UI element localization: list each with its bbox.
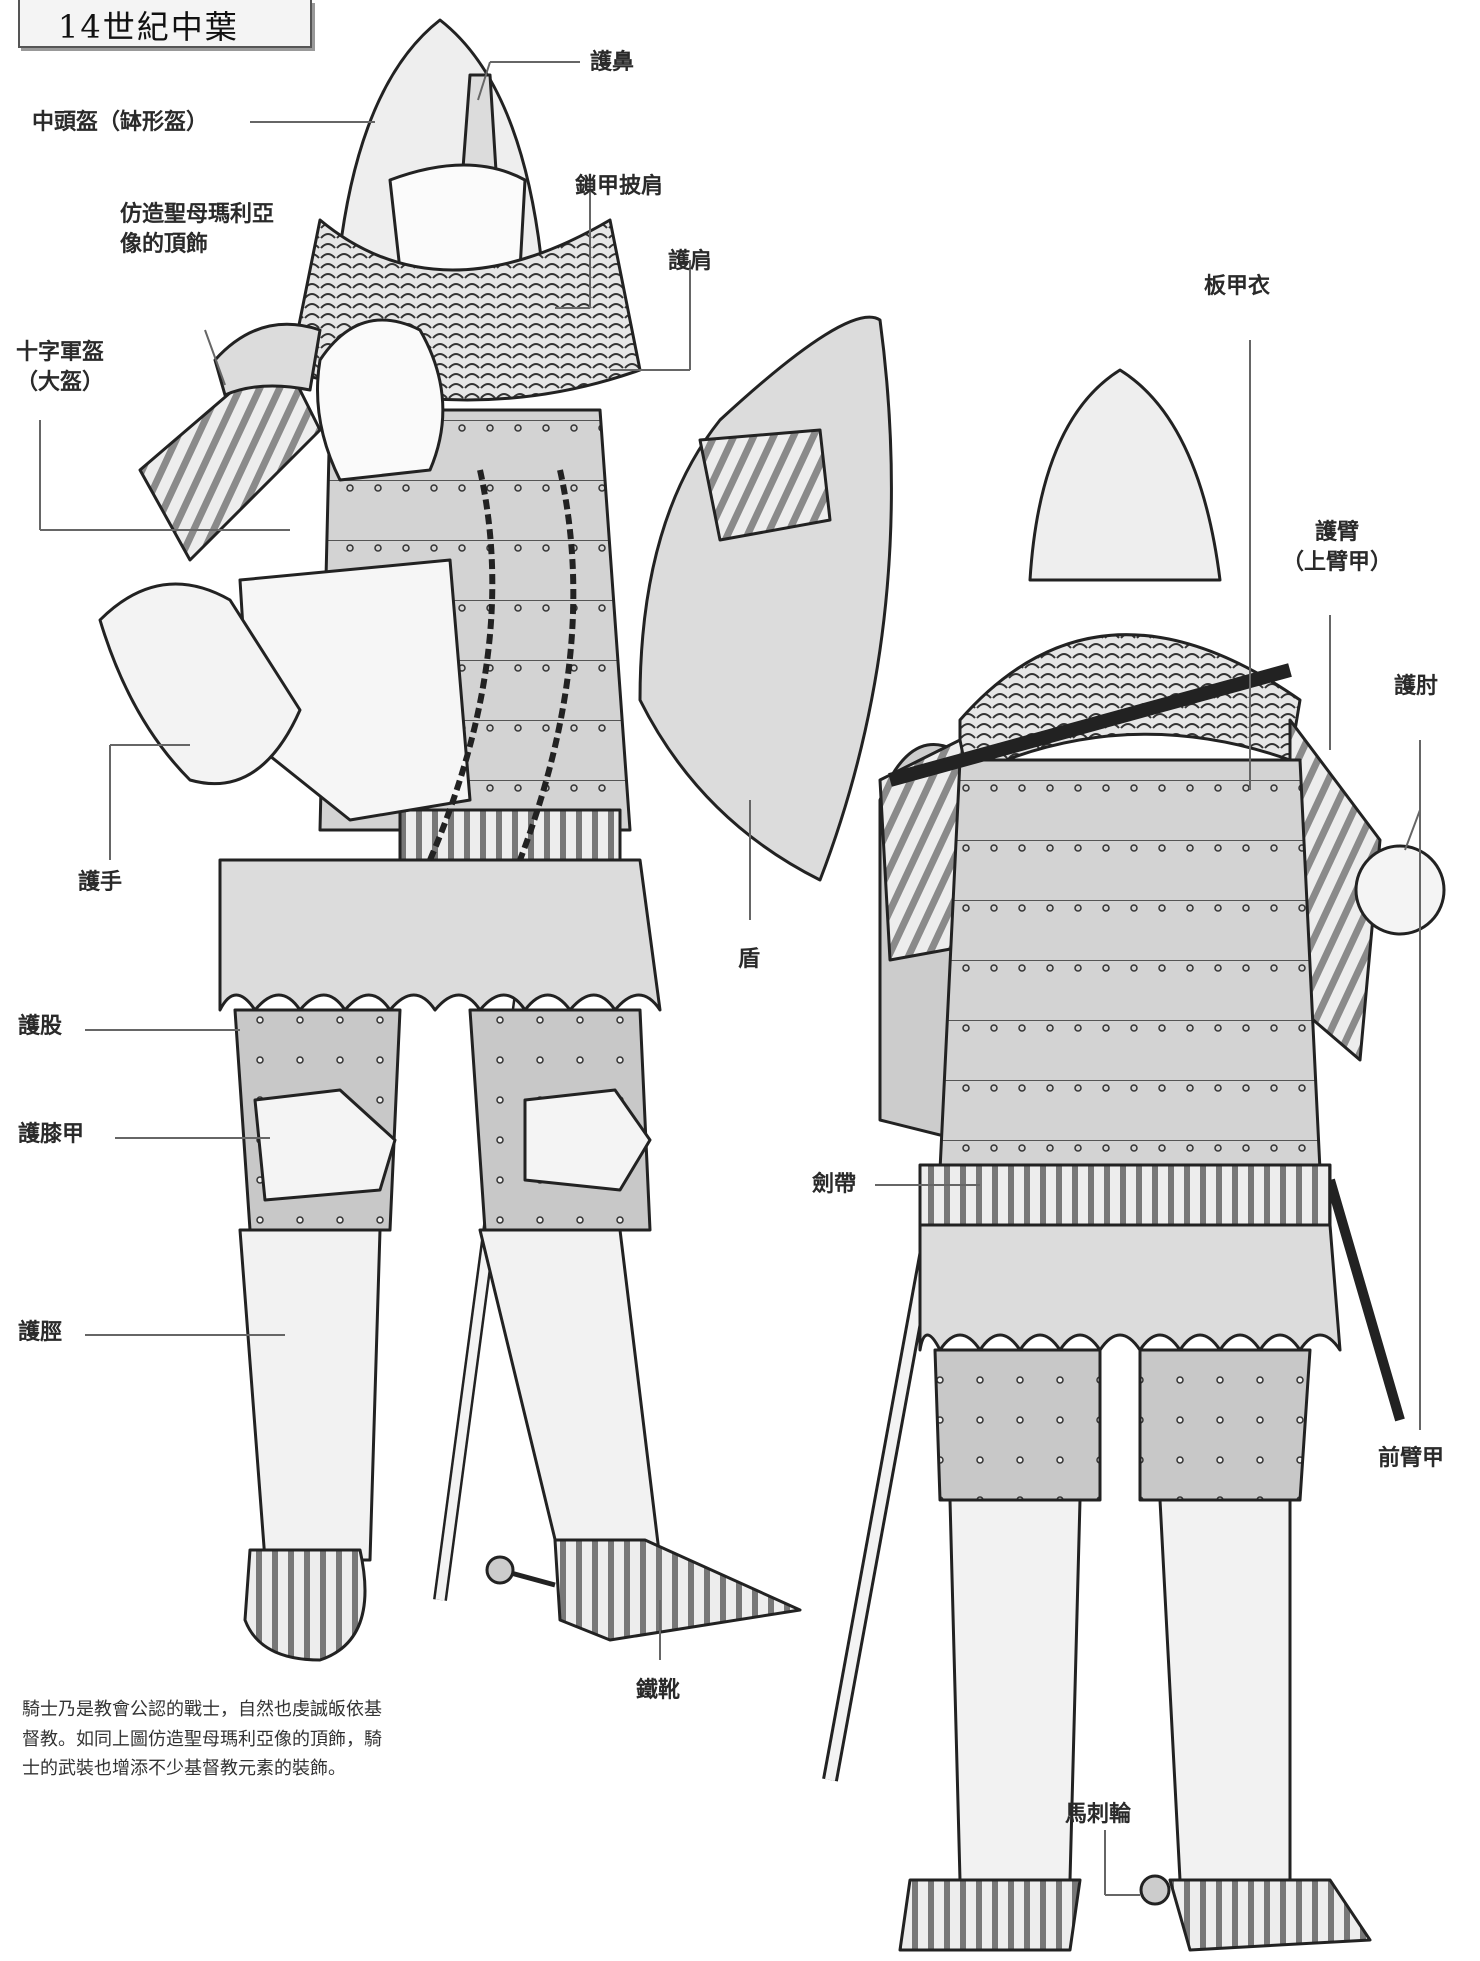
label-sabaton: 鐵靴: [636, 1676, 680, 1706]
label-crest: 仿造聖母瑪利亞 像的頂飾: [120, 200, 274, 259]
coat-back: [940, 760, 1320, 1170]
thigh-back-left: [935, 1350, 1100, 1500]
skirt-back: [920, 1225, 1340, 1350]
helmet-back: [1030, 370, 1220, 580]
label-vambrace: 前臂甲: [1378, 1444, 1444, 1474]
label-sword-belt: 劍帶: [812, 1170, 856, 1200]
belt-back: [920, 1165, 1330, 1225]
label-spur: 馬刺輪: [1065, 1800, 1131, 1830]
page-title: 14世紀中葉: [58, 2, 239, 48]
title-plate: 14世紀中葉: [18, 0, 312, 48]
label-couter: 護肘: [1394, 672, 1438, 702]
label-great-helm: 十字軍盔 （大盔）: [16, 338, 104, 397]
label-poleyn: 護膝甲: [18, 1120, 84, 1150]
label-nasal: 護鼻: [590, 48, 634, 78]
greave-back-right: [1160, 1500, 1290, 1880]
foot-back-left: [900, 1880, 1080, 1950]
label-cuisse: 護股: [18, 1012, 62, 1042]
shield-front: [640, 317, 891, 880]
thigh-back-right: [1140, 1350, 1310, 1500]
couter-back: [1356, 846, 1444, 934]
label-aventail: 鎖甲披肩: [575, 172, 663, 202]
front-knight: [100, 20, 891, 1660]
label-rerebrace: 護臂 （上臂甲）: [1282, 518, 1392, 577]
spur-back: [1141, 1876, 1169, 1904]
label-greave: 護脛: [18, 1318, 62, 1348]
foot-left: [245, 1550, 365, 1660]
label-pauldron: 護肩: [668, 247, 712, 277]
label-coat-of-plates: 板甲衣: [1204, 272, 1270, 302]
gauntlet-right: [700, 430, 830, 540]
label-shield: 盾: [738, 945, 760, 975]
greave-right: [480, 1230, 660, 1560]
greave-left: [240, 1230, 380, 1560]
caption: 騎士乃是教會公認的戰士，自然也虔誠皈依基 督教。如同上圖仿造聖母瑪利亞像的頂飾，…: [22, 1695, 502, 1784]
crest-figure: [318, 320, 443, 480]
pauldron-front: [215, 324, 320, 395]
sword-back: [1330, 1180, 1400, 1420]
foot-back-right: [1170, 1880, 1370, 1950]
greave-back-left: [950, 1500, 1080, 1880]
back-knight: [830, 370, 1444, 1950]
label-gauntlet: 護手: [78, 868, 122, 898]
tunic-skirt: [220, 860, 660, 1010]
label-helmet: 中頭盔（缽形盔）: [32, 108, 208, 138]
foot-right: [555, 1540, 800, 1640]
